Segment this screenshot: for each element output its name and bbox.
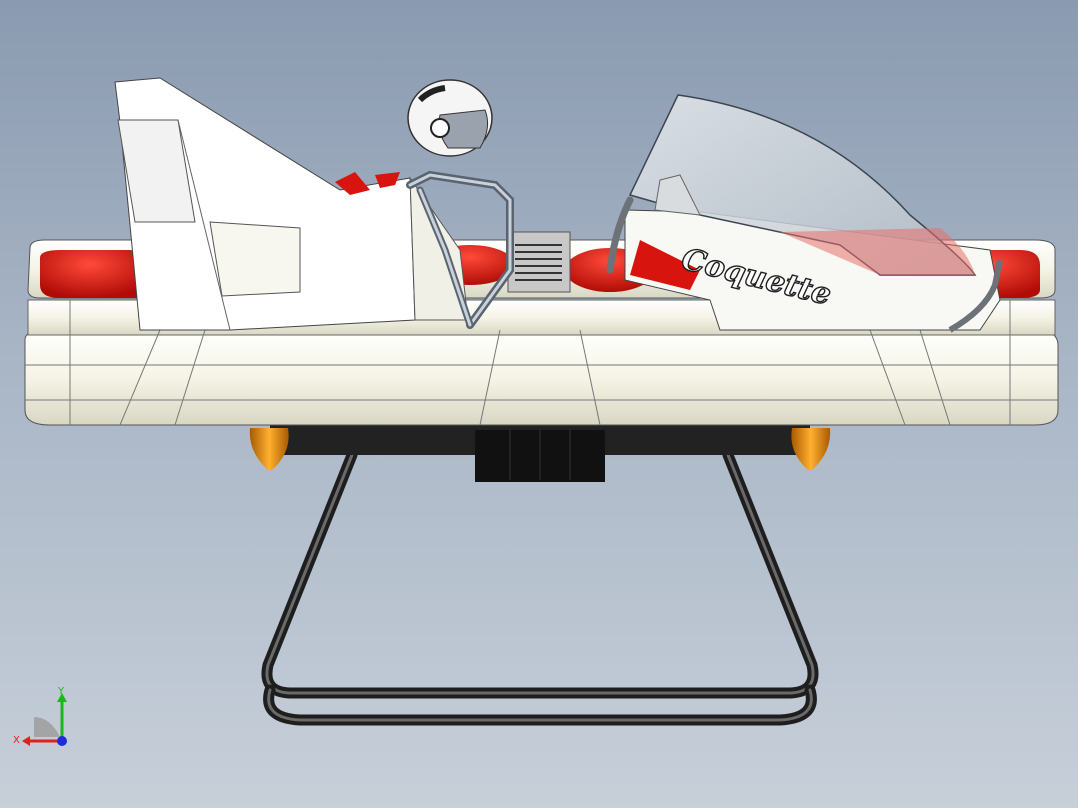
x-axis-label: X: [13, 735, 20, 746]
triad-plane: [34, 717, 60, 737]
y-axis-label: Y: [57, 686, 65, 697]
engine-grille: [507, 231, 571, 293]
pilot-helmet: [407, 79, 493, 157]
left-thruster: [249, 428, 289, 470]
steering-column: [406, 170, 514, 329]
front-body: Coquette: [606, 196, 1003, 333]
coordinate-triad: Y X: [13, 686, 67, 746]
support-stand: [261, 449, 819, 726]
rear-body: [114, 77, 469, 331]
right-thruster: [791, 428, 831, 470]
z-axis-indicator: [57, 736, 67, 746]
